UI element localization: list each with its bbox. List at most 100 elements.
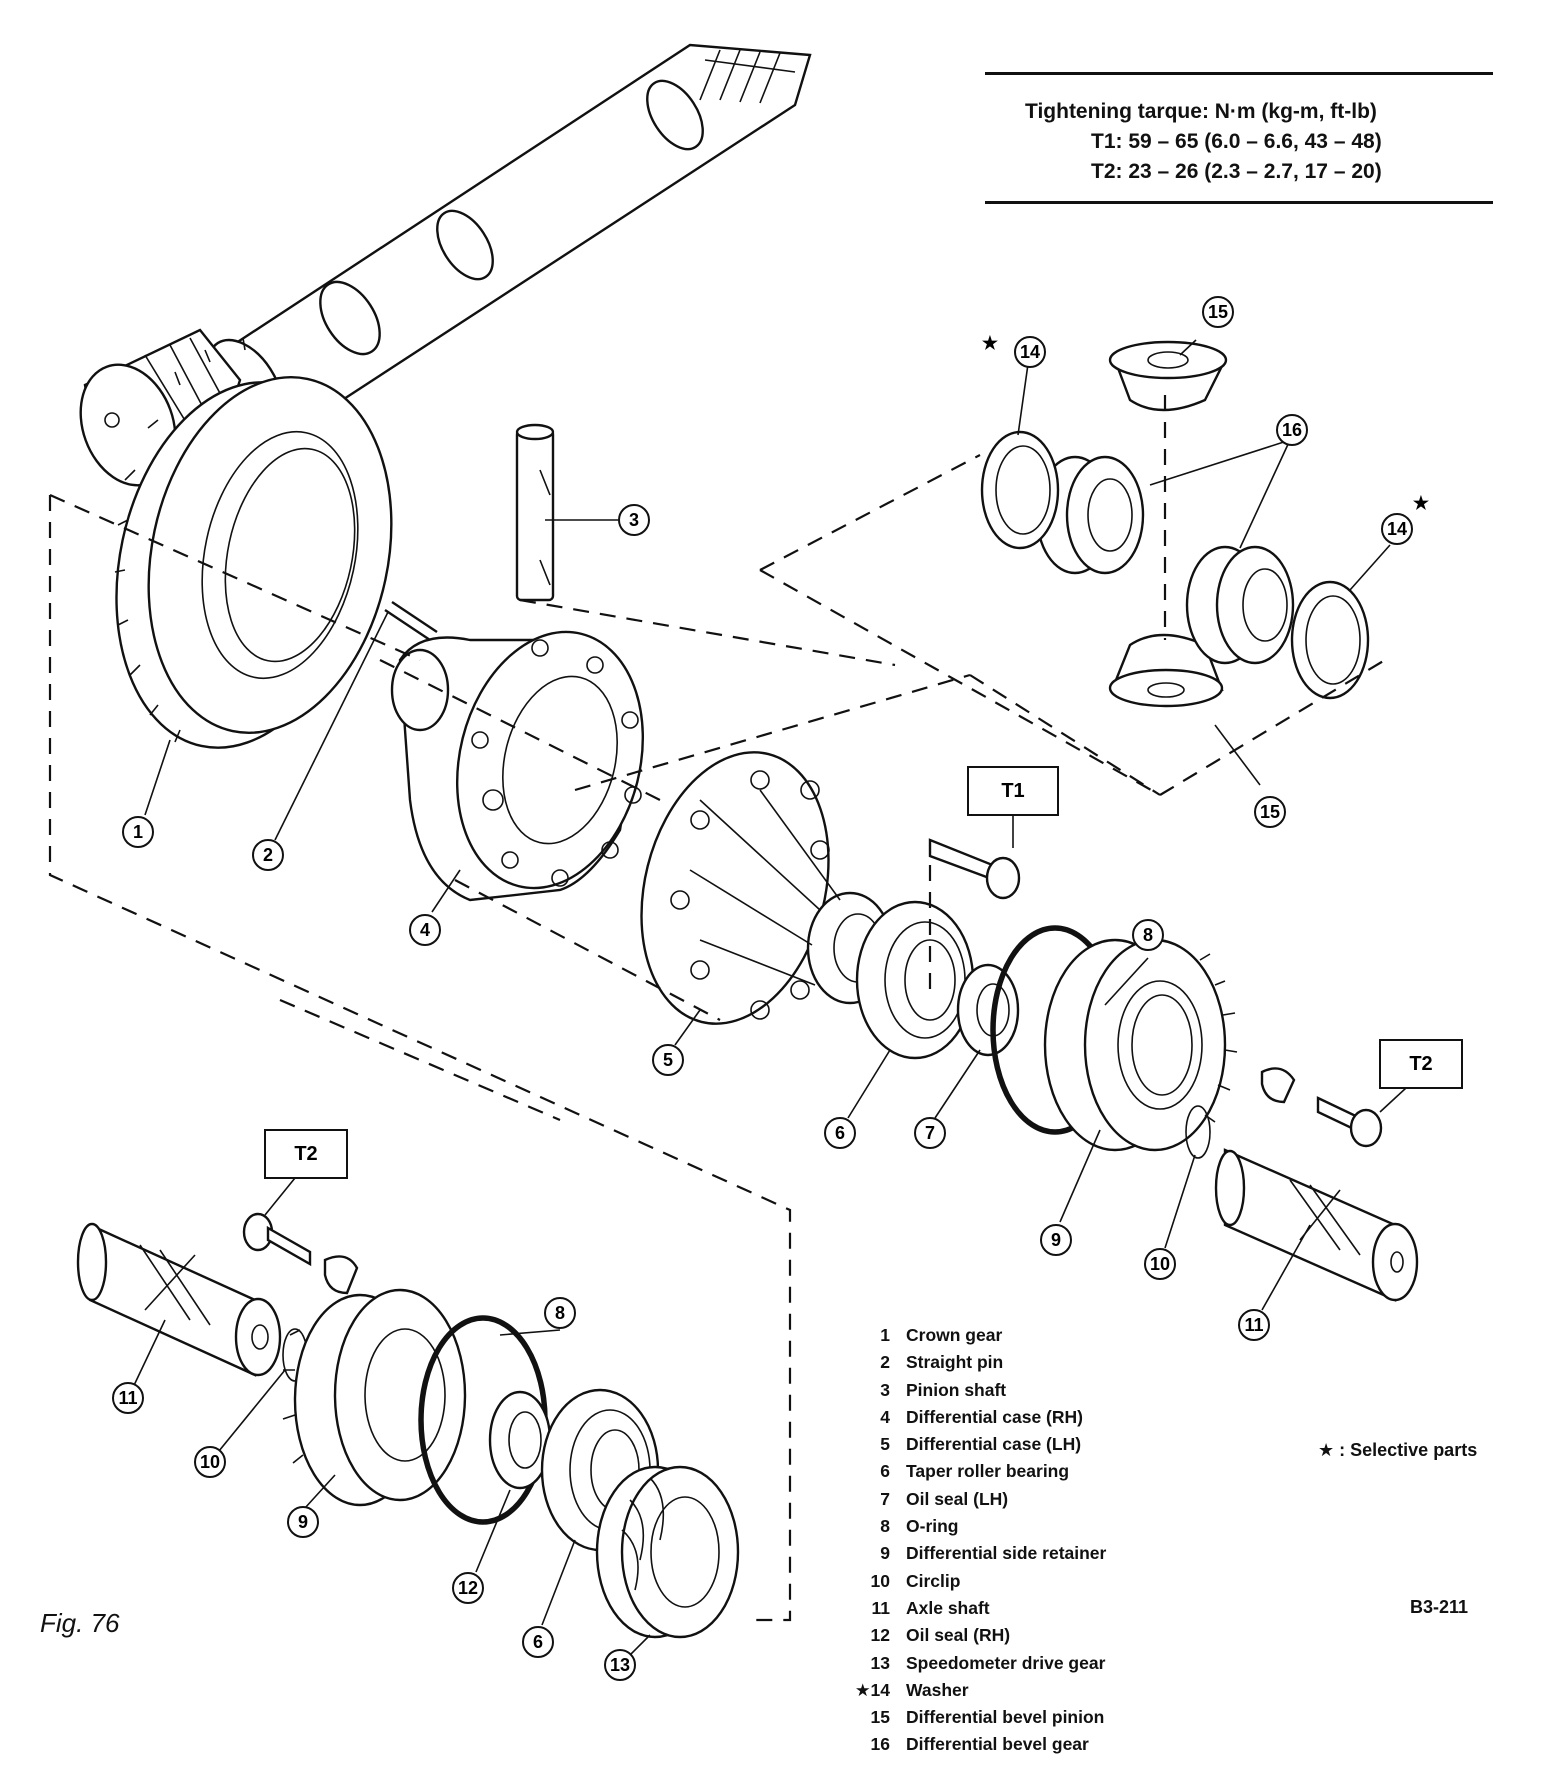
svg-text:10: 10 xyxy=(1150,1254,1170,1274)
legend-item: 9 Differential side retainer xyxy=(848,1540,1106,1567)
dashed-assembly-lines xyxy=(48,395,1386,1622)
svg-text:7: 7 xyxy=(925,1123,935,1143)
svg-text:9: 9 xyxy=(1051,1230,1061,1250)
callout-1: 1 xyxy=(122,816,154,848)
side-retainer-left xyxy=(282,1288,467,1507)
legend-label: Axle shaft xyxy=(906,1597,990,1618)
svg-text:3: 3 xyxy=(629,510,639,530)
legend-label: Differential bevel gear xyxy=(906,1734,1089,1755)
legend-number: 10 xyxy=(870,1570,890,1591)
svg-text:15: 15 xyxy=(1260,802,1280,822)
callout-10-left: 10 xyxy=(194,1446,226,1478)
legend-label: Crown gear xyxy=(906,1325,1003,1345)
svg-text:8: 8 xyxy=(555,1303,565,1323)
legend-number: 15 xyxy=(870,1707,890,1728)
svg-text:6: 6 xyxy=(533,1632,543,1652)
torque-box-t1: T1 xyxy=(967,766,1059,816)
figure-caption: Fig. 76 xyxy=(40,1608,120,1638)
reference-code: B3-211 xyxy=(1410,1597,1469,1617)
callout-10-right: 10 xyxy=(1144,1248,1176,1280)
svg-text:11: 11 xyxy=(1244,1315,1263,1335)
legend-label: Speedometer drive gear xyxy=(906,1652,1106,1673)
axle-shaft-right xyxy=(1214,1148,1419,1302)
callout-6-left: 6 xyxy=(522,1626,554,1658)
callout-14-left: 14 xyxy=(1014,336,1046,368)
bevel-pinion-upper xyxy=(1108,340,1228,412)
svg-text:11: 11 xyxy=(118,1388,137,1408)
callout-4: 4 xyxy=(409,914,441,946)
torque-spec-t1: T1: 59 – 65 (6.0 – 6.6, 43 – 48) xyxy=(1091,130,1382,153)
svg-text:8: 8 xyxy=(1143,925,1153,945)
svg-text:T2: T2 xyxy=(1409,1053,1432,1075)
legend-number: 1 xyxy=(880,1325,890,1345)
legend-item: 7 Oil seal (LH) xyxy=(848,1486,1106,1513)
torque-spec-t2: T2: 23 – 26 (2.3 – 2.7, 17 – 20) xyxy=(1091,160,1382,183)
svg-text:2: 2 xyxy=(263,845,273,865)
svg-text:1: 1 xyxy=(133,822,143,842)
svg-text:9: 9 xyxy=(298,1512,308,1532)
differential-case-rh xyxy=(390,630,645,902)
svg-text:13: 13 xyxy=(610,1655,630,1675)
speedometer-drive-gear xyxy=(595,1465,740,1639)
legend-item: 15 Differential bevel pinion xyxy=(848,1704,1106,1731)
callout-14-right: 14 xyxy=(1381,513,1413,545)
legend-label: Differential bevel pinion xyxy=(906,1707,1105,1728)
axle-shaft-left xyxy=(76,1222,282,1377)
legend-label: Oil seal (LH) xyxy=(906,1488,1009,1509)
torque-box-t2-left: T2 xyxy=(264,1129,348,1179)
leader-lines xyxy=(127,339,1407,1656)
selective-star-left: ★ xyxy=(982,333,999,353)
legend-number: 9 xyxy=(880,1543,890,1564)
callout-7: 7 xyxy=(914,1117,946,1149)
circlip-right xyxy=(1185,1105,1211,1159)
selective-star-right: ★ xyxy=(1413,493,1430,513)
svg-text:14: 14 xyxy=(1387,519,1407,539)
taper-roller-bearing-right xyxy=(855,900,975,1060)
legend-item: 2 Straight pin xyxy=(848,1349,1106,1376)
callout-11-right: 11 xyxy=(1238,1309,1270,1341)
svg-text:5: 5 xyxy=(663,1050,673,1070)
legend-label: Straight pin xyxy=(906,1352,1004,1373)
svg-text:14: 14 xyxy=(1020,342,1040,362)
bevel-gear-right xyxy=(1185,545,1295,665)
torque-spec-title: Tightening tarque: N·m (kg-m, ft-lb) xyxy=(1025,100,1377,123)
torque-box-t2-right: T2 xyxy=(1379,1039,1463,1089)
differential-case-lh xyxy=(640,751,894,1025)
legend-number: 2 xyxy=(880,1352,890,1373)
callout-11-left: 11 xyxy=(112,1382,144,1414)
legend-number: 3 xyxy=(880,1379,890,1400)
svg-text:12: 12 xyxy=(458,1578,478,1598)
side-retainer-right xyxy=(1043,938,1238,1152)
tightening-torque-spec: Tightening tarque: N·m (kg-m, ft-lb) T1:… xyxy=(985,72,1493,204)
legend-label: Differential side retainer xyxy=(906,1543,1107,1564)
legend-label: Oil seal (RH) xyxy=(906,1625,1011,1646)
svg-text:T2: T2 xyxy=(294,1143,317,1165)
legend-item: 1 Crown gear xyxy=(848,1322,1106,1349)
selective-parts-note: ★ : Selective parts xyxy=(1318,1440,1478,1460)
callout-9-left: 9 xyxy=(287,1506,319,1538)
crown-gear xyxy=(114,337,393,749)
legend-number: 8 xyxy=(880,1516,890,1537)
oil-seal-lh xyxy=(956,963,1020,1057)
legend-item: 3 Pinion shaft xyxy=(848,1377,1106,1404)
lock-plate-and-t2-bolt-right xyxy=(1260,1067,1383,1148)
legend-label: Pinion shaft xyxy=(906,1379,1007,1400)
callout-8-right: 8 xyxy=(1132,919,1164,951)
legend-number: 12 xyxy=(870,1625,890,1646)
legend-number: 5 xyxy=(880,1434,890,1455)
legend-label: Washer xyxy=(906,1679,969,1700)
straight-pin xyxy=(384,601,438,641)
legend-number: 7 xyxy=(880,1488,890,1509)
callout-13: 13 xyxy=(604,1649,636,1681)
callout-5: 5 xyxy=(652,1044,684,1076)
svg-text:6: 6 xyxy=(835,1123,845,1143)
legend-number: 4 xyxy=(880,1406,890,1427)
callout-2: 2 xyxy=(252,839,284,871)
